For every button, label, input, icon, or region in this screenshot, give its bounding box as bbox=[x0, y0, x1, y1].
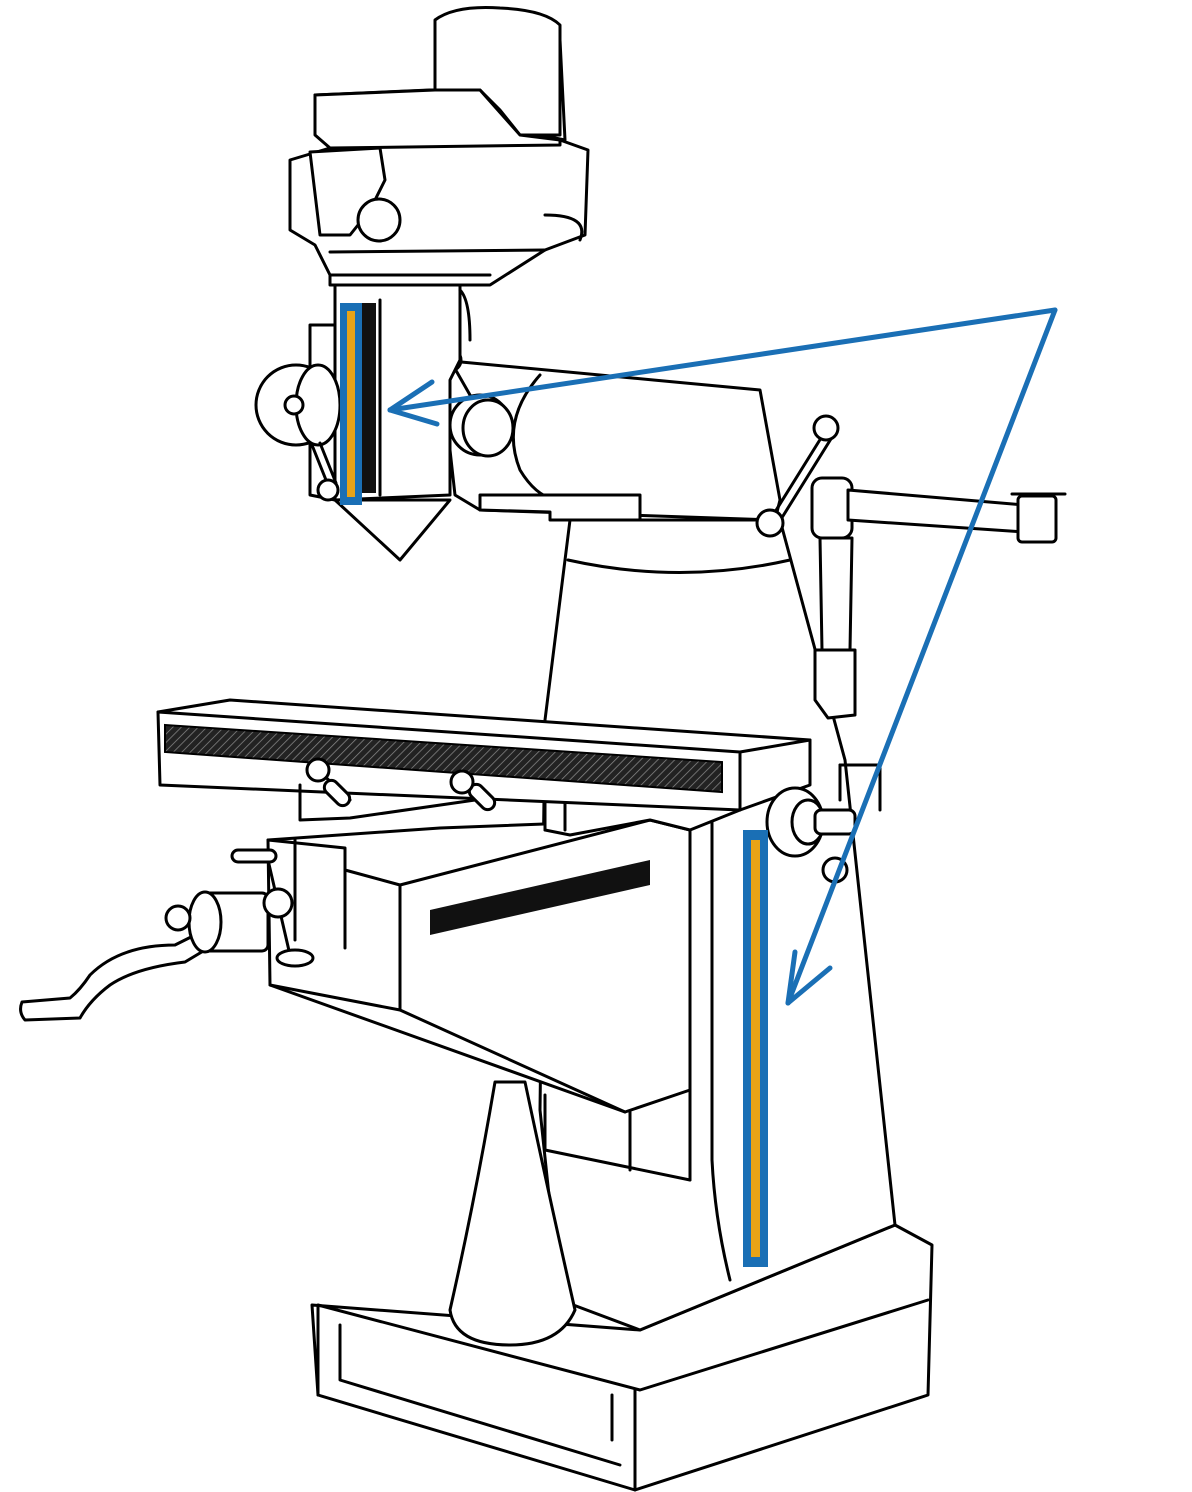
column-way-highlight bbox=[743, 830, 768, 1267]
work-table bbox=[156, 698, 882, 884]
knee bbox=[266, 818, 692, 1182]
power-feed-arm bbox=[810, 476, 1067, 720]
ram bbox=[437, 347, 782, 522]
fine-feed-handwheel bbox=[254, 363, 342, 502]
head-top-housing bbox=[288, 138, 590, 287]
quill-way-highlight bbox=[340, 303, 362, 505]
arrow-to-column-way bbox=[785, 307, 1058, 1006]
motor bbox=[313, 6, 567, 150]
elevating-screw-cone bbox=[448, 1080, 577, 1347]
arrow-to-quill-way bbox=[387, 307, 1058, 427]
quill-way bbox=[362, 303, 376, 493]
knee-crank bbox=[19, 848, 315, 1022]
ram-lock-lever bbox=[755, 414, 840, 538]
